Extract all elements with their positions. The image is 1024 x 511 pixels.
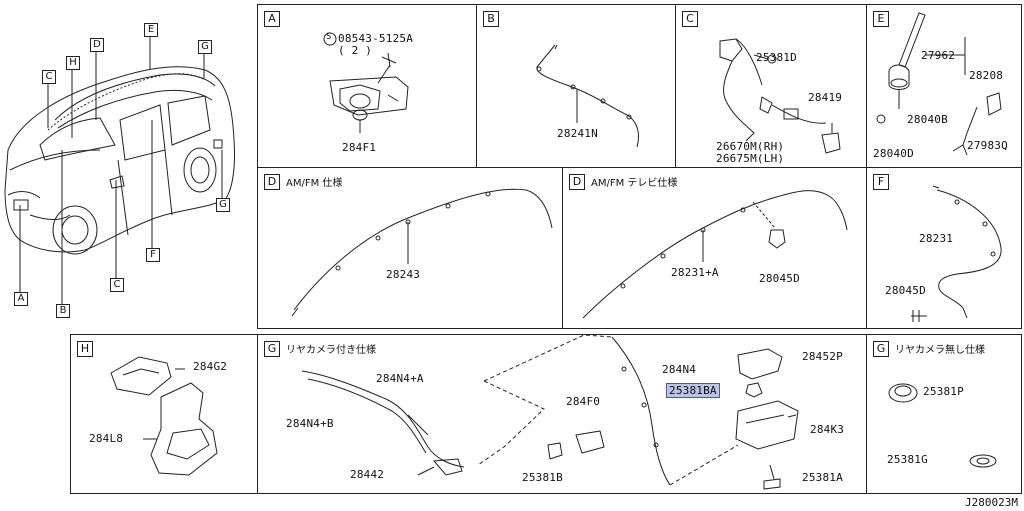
label-harness-a: 284N4+A (376, 372, 424, 385)
panel-h: H 284G2 284L8 (70, 334, 258, 494)
callout-e: E (144, 23, 158, 37)
panel-c: C 25381D 28419 26670M(RH) 26675M(LH) (675, 4, 867, 168)
cable-drawing (291, 188, 553, 317)
rear-camera-harness-drawing (301, 334, 799, 490)
label-clip: 28045D (759, 272, 800, 285)
label-cable: 28231 (919, 232, 954, 245)
panel-a: A S 08543-5125A ( 2 ) 284F1 (257, 4, 477, 168)
callout-c-bottom: C (110, 278, 124, 292)
cable-drawing (536, 44, 640, 148)
label-camera: 284G2 (193, 360, 228, 373)
label-controller: 284K3 (810, 423, 845, 436)
callout-b: B (56, 304, 70, 318)
label-clip: 28045D (885, 284, 926, 297)
overview-panel: C H D E G G F C A B (0, 0, 250, 330)
panel-g-with-camera: G リヤカメラ付き仕様 (257, 334, 867, 494)
panel-tag: H (77, 341, 93, 357)
callout-g-top: G (198, 40, 212, 54)
panel-tag: B (483, 11, 499, 27)
label-tv-unit: 28419 (808, 91, 843, 104)
label-clip: 25381D (756, 51, 797, 64)
label-harness-c: 28442 (350, 468, 385, 481)
label-bolt: 08543-5125A (338, 32, 414, 45)
car-illustration (4, 35, 235, 306)
label-module: 284F0 (566, 395, 601, 408)
label-grommet-g: 25381G (887, 453, 928, 466)
panel-tag: D (264, 174, 280, 190)
panel-f: F 28231 28045D (866, 167, 1022, 329)
callout-g-bottom: G (216, 198, 230, 212)
label-clip-b: 25381B (522, 471, 563, 484)
label-cable-lh: 26675M(LH) (716, 152, 785, 165)
label-bracket: 284F1 (342, 141, 377, 154)
callout-c-top: C (42, 70, 56, 84)
panel-d-amfm: D AM/FM 仕様 28243 (257, 167, 563, 329)
panel-tag: E (873, 11, 889, 27)
label-harness-b: 284N4+B (286, 417, 334, 430)
panel-d-amfm-tv: D AM/FM テレビ仕様 28231+A 28045D (562, 167, 867, 329)
label-cable: 284N4 (662, 363, 697, 376)
panel-subtitle: AM/FM テレビ仕様 (591, 178, 678, 189)
panel-tag: G (264, 341, 280, 357)
tv-antenna-drawing (719, 38, 841, 154)
bolt-symbol: S (326, 32, 332, 42)
label-cable: 28231+A (671, 266, 719, 279)
label-bracket: 284L8 (89, 432, 124, 445)
panel-e: E 27962 28208 28040B 28040D 27983Q (866, 4, 1022, 168)
label-clip-a: 25381A (802, 471, 843, 484)
callout-f: F (146, 248, 160, 262)
panel-subtitle: リヤカメラ無し仕様 (895, 345, 985, 356)
label-cable-rh: 26670M(RH) (716, 140, 785, 153)
label-clip-highlighted: 25381BA (666, 383, 720, 398)
panel-g-without-camera: G リヤカメラ無し仕様 25381P 25381G (866, 334, 1022, 494)
panel-subtitle: AM/FM 仕様 (286, 178, 343, 189)
label-nut: 28040B (907, 113, 948, 126)
label-antenna: 27962 (921, 49, 956, 62)
cable-drawing (582, 190, 848, 319)
label-module: 27983Q (967, 139, 1008, 152)
label-bolt: 28040D (873, 147, 914, 160)
grommet-drawing (888, 383, 997, 468)
panel-tag: D (569, 174, 585, 190)
label-grommet-p: 25381P (923, 385, 964, 398)
callout-h: H (66, 56, 80, 70)
label-base: 28208 (969, 69, 1004, 82)
label-cable: 28243 (386, 268, 421, 281)
callout-d: D (90, 38, 104, 52)
panel-tag: C (682, 11, 698, 27)
callout-a: A (14, 292, 28, 306)
panel-subtitle: リヤカメラ付き仕様 (286, 345, 376, 356)
rear-camera-drawing (110, 356, 218, 476)
label-bolt-qty: ( 2 ) (338, 44, 373, 57)
panel-b: B 28241N (476, 4, 676, 168)
panel-tag: G (873, 341, 889, 357)
label-bracket: 28452P (802, 350, 843, 363)
panel-tag: A (264, 11, 280, 27)
roof-antenna-drawing (876, 12, 1002, 156)
cable-drawing (911, 185, 1002, 322)
bracket-drawing (323, 32, 409, 133)
panel-tag: F (873, 174, 889, 190)
label-cable: 28241N (557, 127, 598, 140)
diagram-reference: J280023M (965, 496, 1018, 509)
